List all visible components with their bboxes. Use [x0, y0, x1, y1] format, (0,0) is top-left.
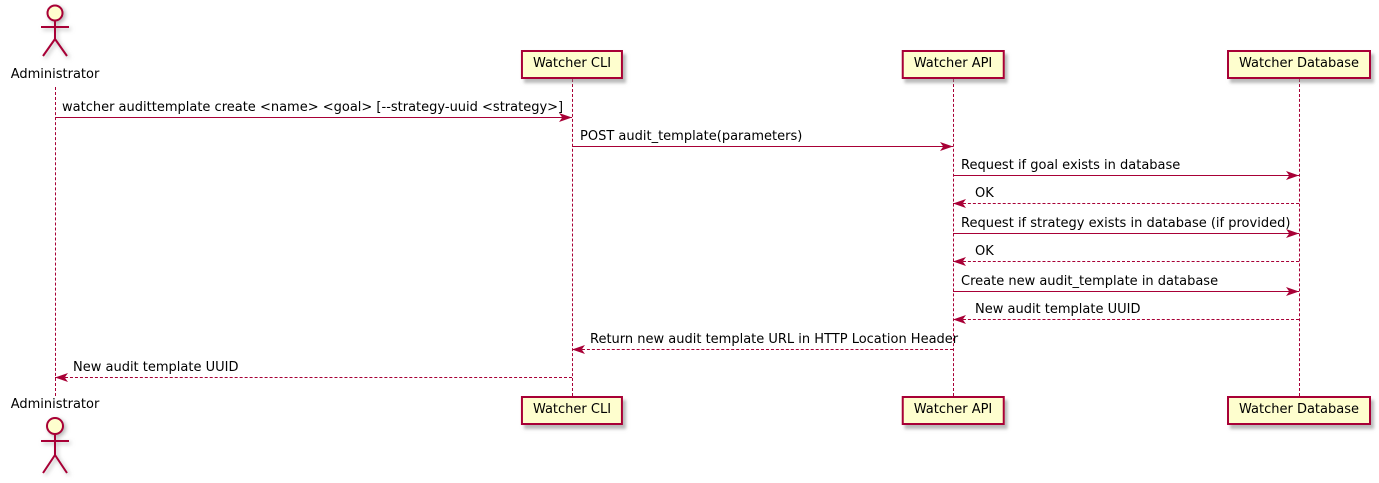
- actor-name-top: Administrator: [10, 67, 100, 82]
- message-line: [953, 261, 1299, 262]
- message-label: New audit template UUID: [73, 360, 239, 375]
- message-label: Return new audit template URL in HTTP Lo…: [590, 332, 959, 347]
- actor-name-bottom: Administrator: [10, 397, 100, 412]
- lifeline-watcher-cli: [572, 79, 573, 396]
- message-line: [953, 203, 1299, 204]
- participant-watcher-database-top: Watcher Database: [1227, 50, 1371, 79]
- participant-watcher-cli-bottom: Watcher CLI: [520, 396, 624, 425]
- actor-icon: [36, 3, 74, 65]
- arrowhead-icon: [559, 113, 572, 122]
- message-label: OK: [975, 244, 994, 259]
- message-label: watcher audittemplate create <name> <goa…: [62, 100, 564, 115]
- arrowhead-icon: [1286, 287, 1299, 296]
- message-label: Create new audit_template in database: [961, 274, 1219, 289]
- message-label: New audit template UUID: [975, 302, 1141, 317]
- arrowhead-icon: [572, 345, 585, 354]
- message-line: [953, 233, 1299, 234]
- message-line: [572, 349, 953, 350]
- message-label: Request if strategy exists in database (…: [961, 216, 1291, 231]
- arrowhead-icon: [953, 257, 966, 266]
- lifeline-watcher-api: [953, 79, 954, 396]
- message-line: [572, 146, 953, 147]
- arrowhead-icon: [1286, 229, 1299, 238]
- arrowhead-icon: [1286, 171, 1299, 180]
- message-label: Request if goal exists in database: [961, 158, 1181, 173]
- message-line: [953, 319, 1299, 320]
- lifeline-administrator: [55, 87, 56, 396]
- participant-watcher-api-bottom: Watcher API: [901, 396, 1005, 425]
- message-label: POST audit_template(parameters): [580, 129, 803, 144]
- participant-watcher-api-top: Watcher API: [901, 50, 1005, 79]
- message-line: [55, 377, 572, 378]
- message-line: [55, 117, 572, 118]
- arrowhead-icon: [953, 199, 966, 208]
- message-line: [953, 175, 1299, 176]
- message-line: [953, 291, 1299, 292]
- message-label: OK: [975, 186, 994, 201]
- lifeline-watcher-database: [1299, 79, 1300, 396]
- actor-icon: [36, 415, 74, 483]
- arrowhead-icon: [55, 373, 68, 382]
- arrowhead-icon: [953, 315, 966, 324]
- arrowhead-icon: [940, 142, 953, 151]
- participant-watcher-cli-top: Watcher CLI: [520, 50, 624, 79]
- participant-watcher-database-bottom: Watcher Database: [1227, 396, 1371, 425]
